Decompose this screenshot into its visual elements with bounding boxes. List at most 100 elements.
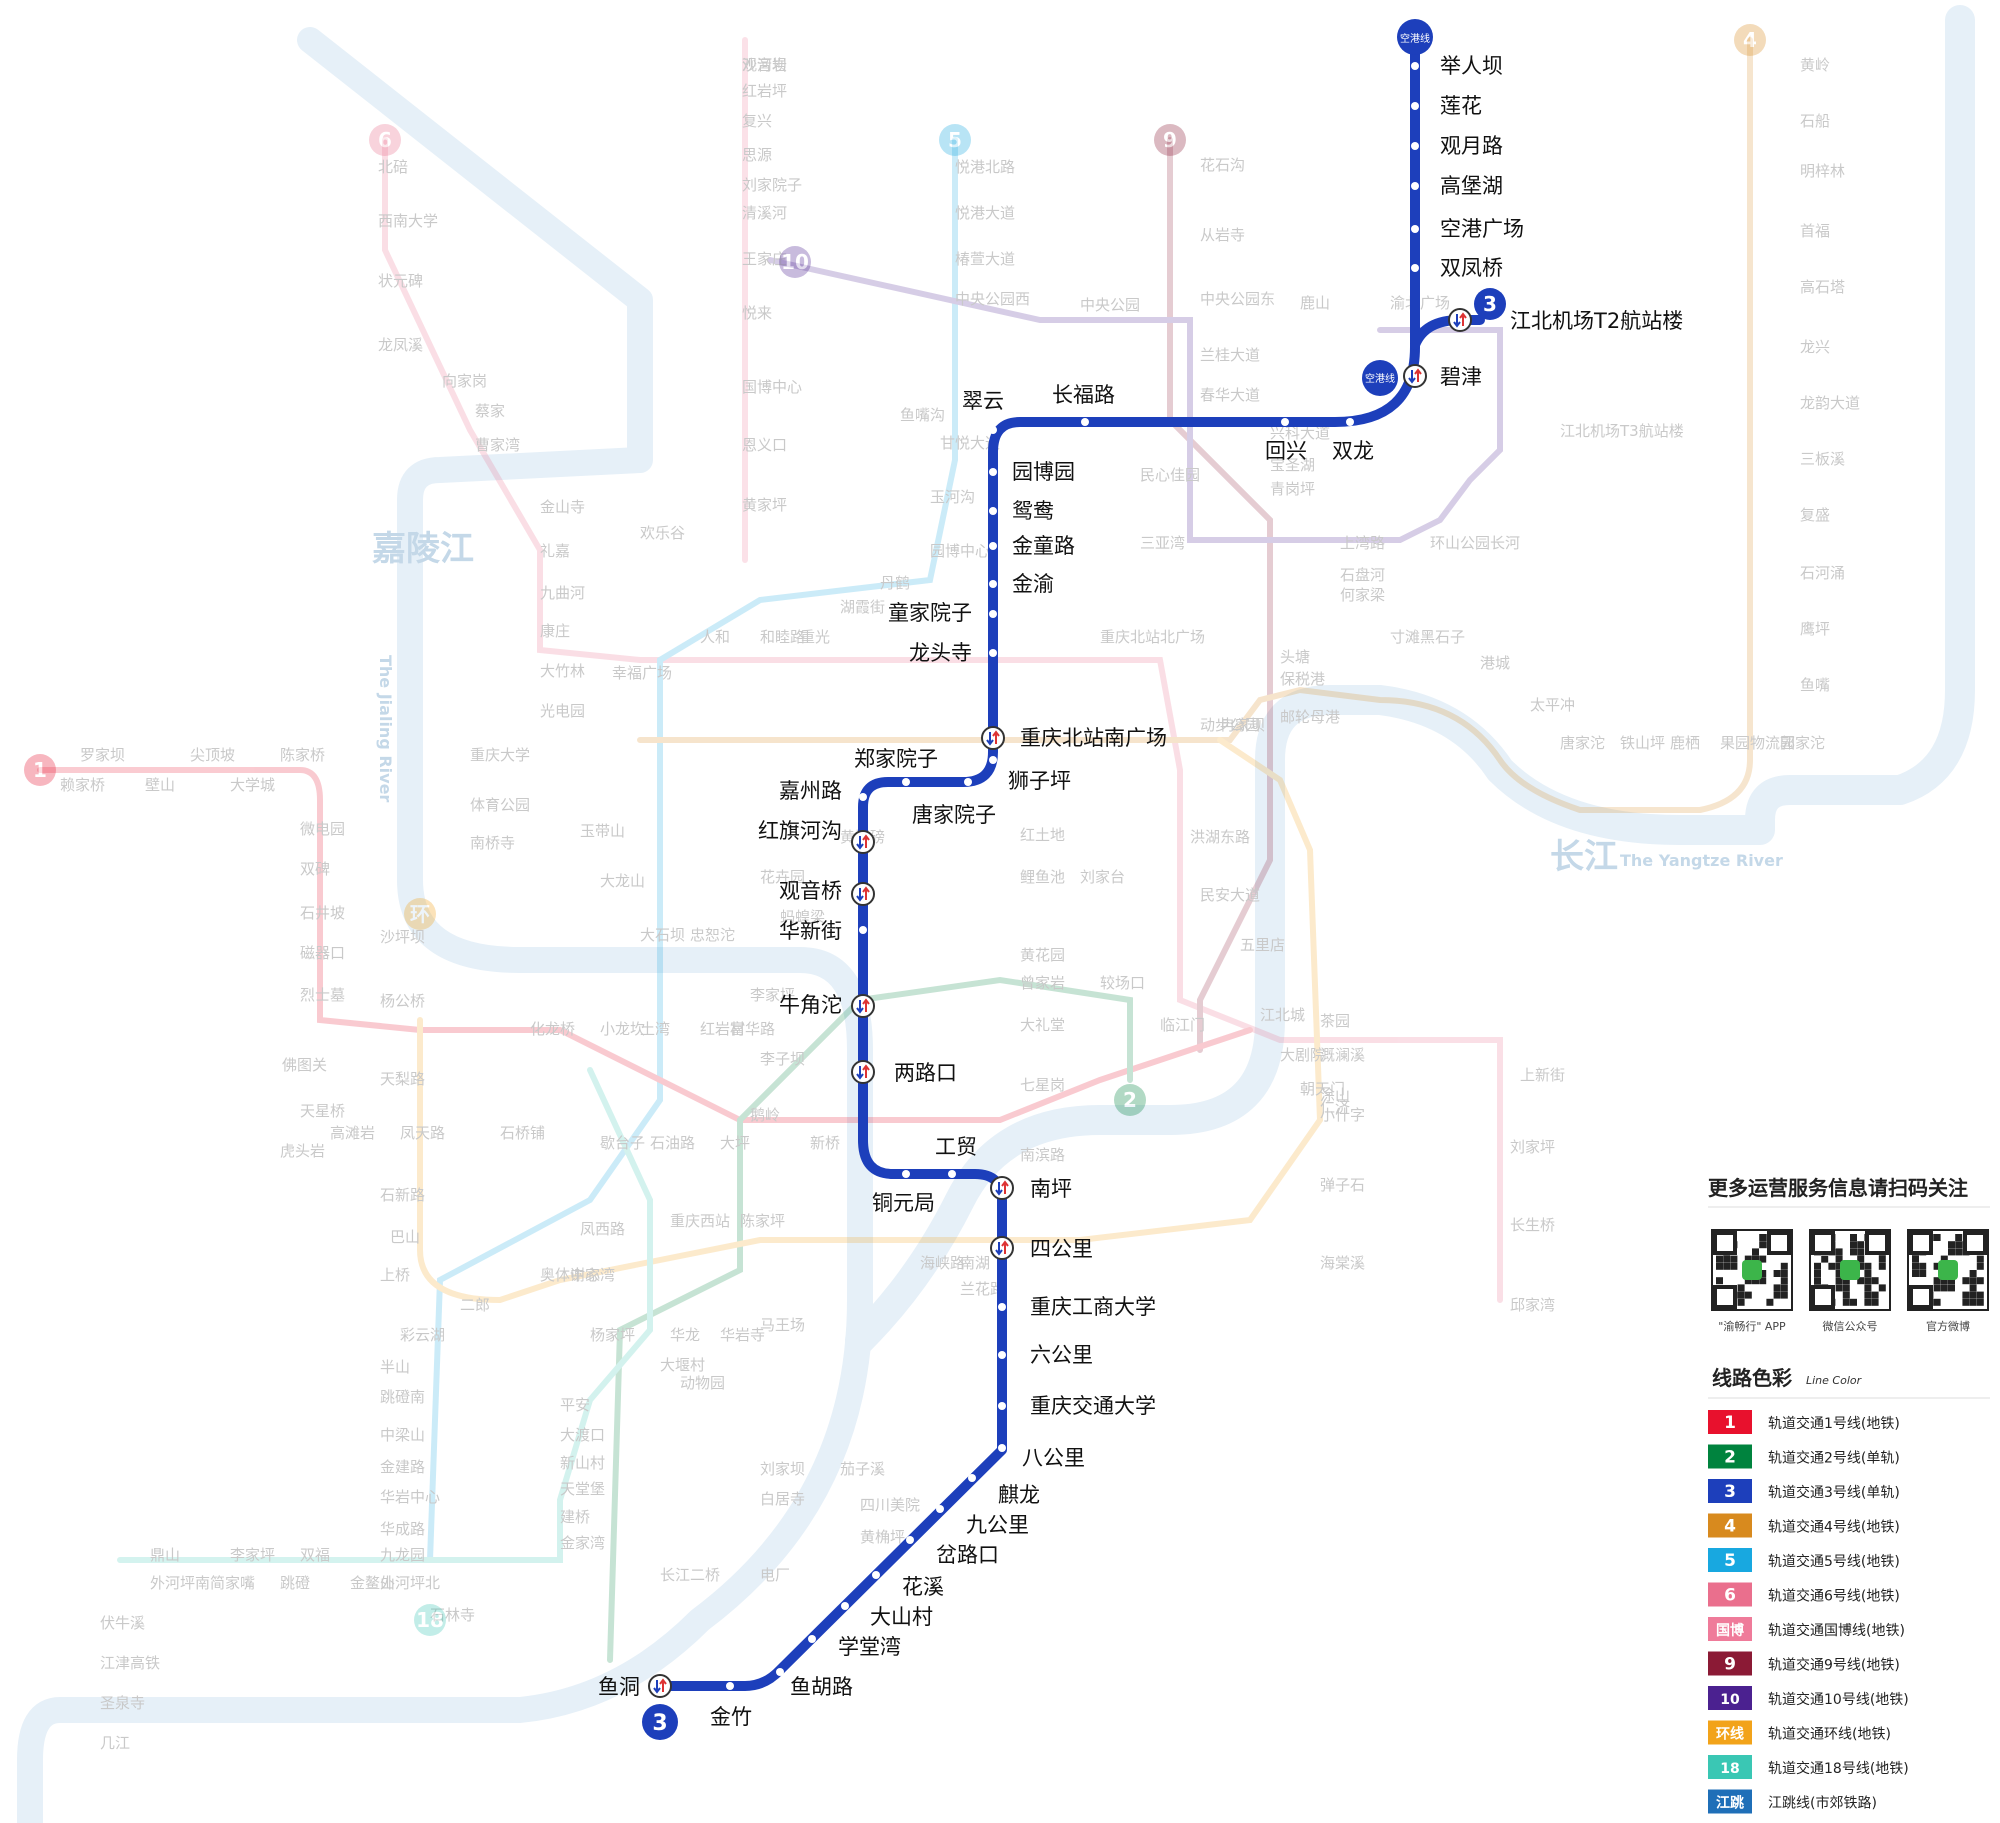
transfer-station-icon[interactable] bbox=[1403, 364, 1427, 388]
station-label[interactable]: 麒龙 bbox=[998, 1483, 1040, 1507]
station-dot[interactable] bbox=[1281, 418, 1289, 426]
station-dot[interactable] bbox=[1411, 62, 1419, 70]
station-label[interactable]: 铜元局 bbox=[872, 1191, 935, 1215]
station-label[interactable]: 双龙 bbox=[1332, 439, 1374, 463]
station-dot[interactable] bbox=[998, 1402, 1006, 1410]
station-dot[interactable] bbox=[989, 610, 997, 618]
qr-code-icon[interactable]: "渝畅行" APP bbox=[1711, 1229, 1793, 1333]
qr-code-icon[interactable]: 微信公众号 bbox=[1809, 1229, 1891, 1333]
station-label[interactable]: 四公里 bbox=[1030, 1237, 1093, 1261]
station-dot[interactable] bbox=[989, 507, 997, 515]
station-label[interactable]: 工贸 bbox=[935, 1135, 977, 1159]
line-3-kongang-badge[interactable]: 空港线 bbox=[1362, 360, 1398, 396]
transfer-station-icon[interactable] bbox=[851, 830, 875, 854]
transfer-station-icon[interactable] bbox=[851, 1060, 875, 1084]
station-dot[interactable] bbox=[859, 793, 867, 801]
transfer-station-icon[interactable] bbox=[1448, 308, 1472, 332]
station-label[interactable]: 回兴 bbox=[1265, 439, 1307, 463]
station-label[interactable]: 嘉州路 bbox=[779, 779, 842, 803]
transfer-station-icon[interactable] bbox=[648, 1674, 672, 1698]
station-label[interactable]: 大山村 bbox=[870, 1605, 933, 1629]
station-label[interactable]: 童家院子 bbox=[888, 601, 972, 625]
station-dot[interactable] bbox=[989, 468, 997, 476]
station-label[interactable]: 唐家院子 bbox=[912, 803, 996, 827]
station-label[interactable]: 红旗河沟 bbox=[758, 819, 842, 843]
station-dot[interactable] bbox=[906, 1536, 914, 1544]
station-label[interactable]: 重庆交通大学 bbox=[1030, 1394, 1156, 1418]
station-dot[interactable] bbox=[1346, 418, 1354, 426]
background-station-label: 光电园 bbox=[540, 702, 585, 720]
station-dot[interactable] bbox=[841, 1602, 849, 1610]
station-label[interactable]: 翠云 bbox=[962, 389, 1004, 413]
line-3-terminal-badge-top[interactable]: 空港线 bbox=[1397, 19, 1433, 55]
station-dot[interactable] bbox=[726, 1682, 734, 1690]
station-dot[interactable] bbox=[964, 778, 972, 786]
station-label[interactable]: 鱼洞 bbox=[598, 1675, 640, 1699]
transfer-station-icon[interactable] bbox=[851, 882, 875, 906]
station-label[interactable]: 空港广场 bbox=[1440, 217, 1524, 241]
station-label[interactable]: 花溪 bbox=[902, 1575, 944, 1599]
station-dot[interactable] bbox=[1411, 264, 1419, 272]
station-label[interactable]: 金渝 bbox=[1012, 572, 1054, 596]
legend-label: 轨道交通2号线(单轨) bbox=[1768, 1450, 1900, 1467]
station-label[interactable]: 八公里 bbox=[1022, 1446, 1085, 1470]
station-dot[interactable] bbox=[872, 1571, 880, 1579]
station-label[interactable]: 九公里 bbox=[966, 1513, 1029, 1537]
station-label[interactable]: 观音桥 bbox=[779, 879, 842, 903]
station-dot[interactable] bbox=[902, 778, 910, 786]
line-3-number-badge-south[interactable]: 3 bbox=[642, 1704, 678, 1740]
station-label[interactable]: 重庆工商大学 bbox=[1030, 1295, 1156, 1319]
qr-code-icon[interactable]: 官方微博 bbox=[1907, 1229, 1989, 1333]
station-label[interactable]: 狮子坪 bbox=[1008, 769, 1071, 793]
station-dot[interactable] bbox=[989, 426, 997, 434]
station-dot[interactable] bbox=[902, 1170, 910, 1178]
station-label[interactable]: 碧津 bbox=[1440, 365, 1482, 389]
station-dot[interactable] bbox=[998, 1303, 1006, 1311]
line-3-number-badge-north[interactable]: 3 bbox=[1474, 288, 1506, 320]
station-label[interactable]: 六公里 bbox=[1030, 1343, 1093, 1367]
station-dot[interactable] bbox=[998, 1351, 1006, 1359]
station-dot[interactable] bbox=[989, 649, 997, 657]
station-dot[interactable] bbox=[776, 1668, 784, 1676]
station-label[interactable]: 华新街 bbox=[779, 919, 842, 943]
station-label[interactable]: 园博园 bbox=[1012, 460, 1075, 484]
station-label[interactable]: 南坪 bbox=[1030, 1177, 1072, 1201]
station-label[interactable]: 长福路 bbox=[1052, 383, 1115, 407]
transfer-station-icon[interactable] bbox=[851, 994, 875, 1018]
station-label[interactable]: 鸳鸯 bbox=[1012, 499, 1054, 523]
station-label[interactable]: 两路口 bbox=[894, 1061, 957, 1085]
station-label[interactable]: 江北机场T2航站楼 bbox=[1510, 309, 1683, 333]
transfer-station-icon[interactable] bbox=[990, 1236, 1014, 1260]
station-label[interactable]: 龙头寺 bbox=[909, 641, 972, 665]
station-dot[interactable] bbox=[808, 1635, 816, 1643]
station-dot[interactable] bbox=[968, 1474, 976, 1482]
transfer-station-icon[interactable] bbox=[981, 726, 1005, 750]
station-label[interactable]: 举人坝 bbox=[1440, 54, 1503, 78]
station-label[interactable]: 牛角沱 bbox=[779, 993, 842, 1017]
station-dot[interactable] bbox=[948, 1170, 956, 1178]
station-label[interactable]: 高堡湖 bbox=[1440, 174, 1503, 198]
station-dot[interactable] bbox=[1411, 142, 1419, 150]
station-dot[interactable] bbox=[989, 580, 997, 588]
station-label[interactable]: 莲花 bbox=[1440, 94, 1482, 118]
station-label[interactable]: 双凤桥 bbox=[1440, 256, 1503, 280]
station-dot[interactable] bbox=[989, 756, 997, 764]
station-dot[interactable] bbox=[1411, 102, 1419, 110]
station-label[interactable]: 金童路 bbox=[1012, 534, 1075, 558]
station-label[interactable]: 岔路口 bbox=[936, 1543, 999, 1567]
station-dot[interactable] bbox=[989, 542, 997, 550]
station-dot[interactable] bbox=[1081, 418, 1089, 426]
station-label[interactable]: 学堂湾 bbox=[838, 1635, 901, 1659]
station-label[interactable]: 观月路 bbox=[1440, 134, 1503, 158]
station-dot[interactable] bbox=[998, 1444, 1006, 1452]
station-dot[interactable] bbox=[936, 1505, 944, 1513]
background-station-label: 鹅岭 bbox=[750, 1106, 780, 1124]
station-dot[interactable] bbox=[1411, 182, 1419, 190]
station-label[interactable]: 郑家院子 bbox=[854, 747, 938, 771]
station-label[interactable]: 金竹 bbox=[710, 1705, 752, 1729]
transfer-station-icon[interactable] bbox=[990, 1176, 1014, 1200]
station-dot[interactable] bbox=[859, 926, 867, 934]
station-label[interactable]: 重庆北站南广场 bbox=[1020, 726, 1167, 750]
station-dot[interactable] bbox=[1411, 225, 1419, 233]
station-label[interactable]: 鱼胡路 bbox=[790, 1675, 853, 1699]
